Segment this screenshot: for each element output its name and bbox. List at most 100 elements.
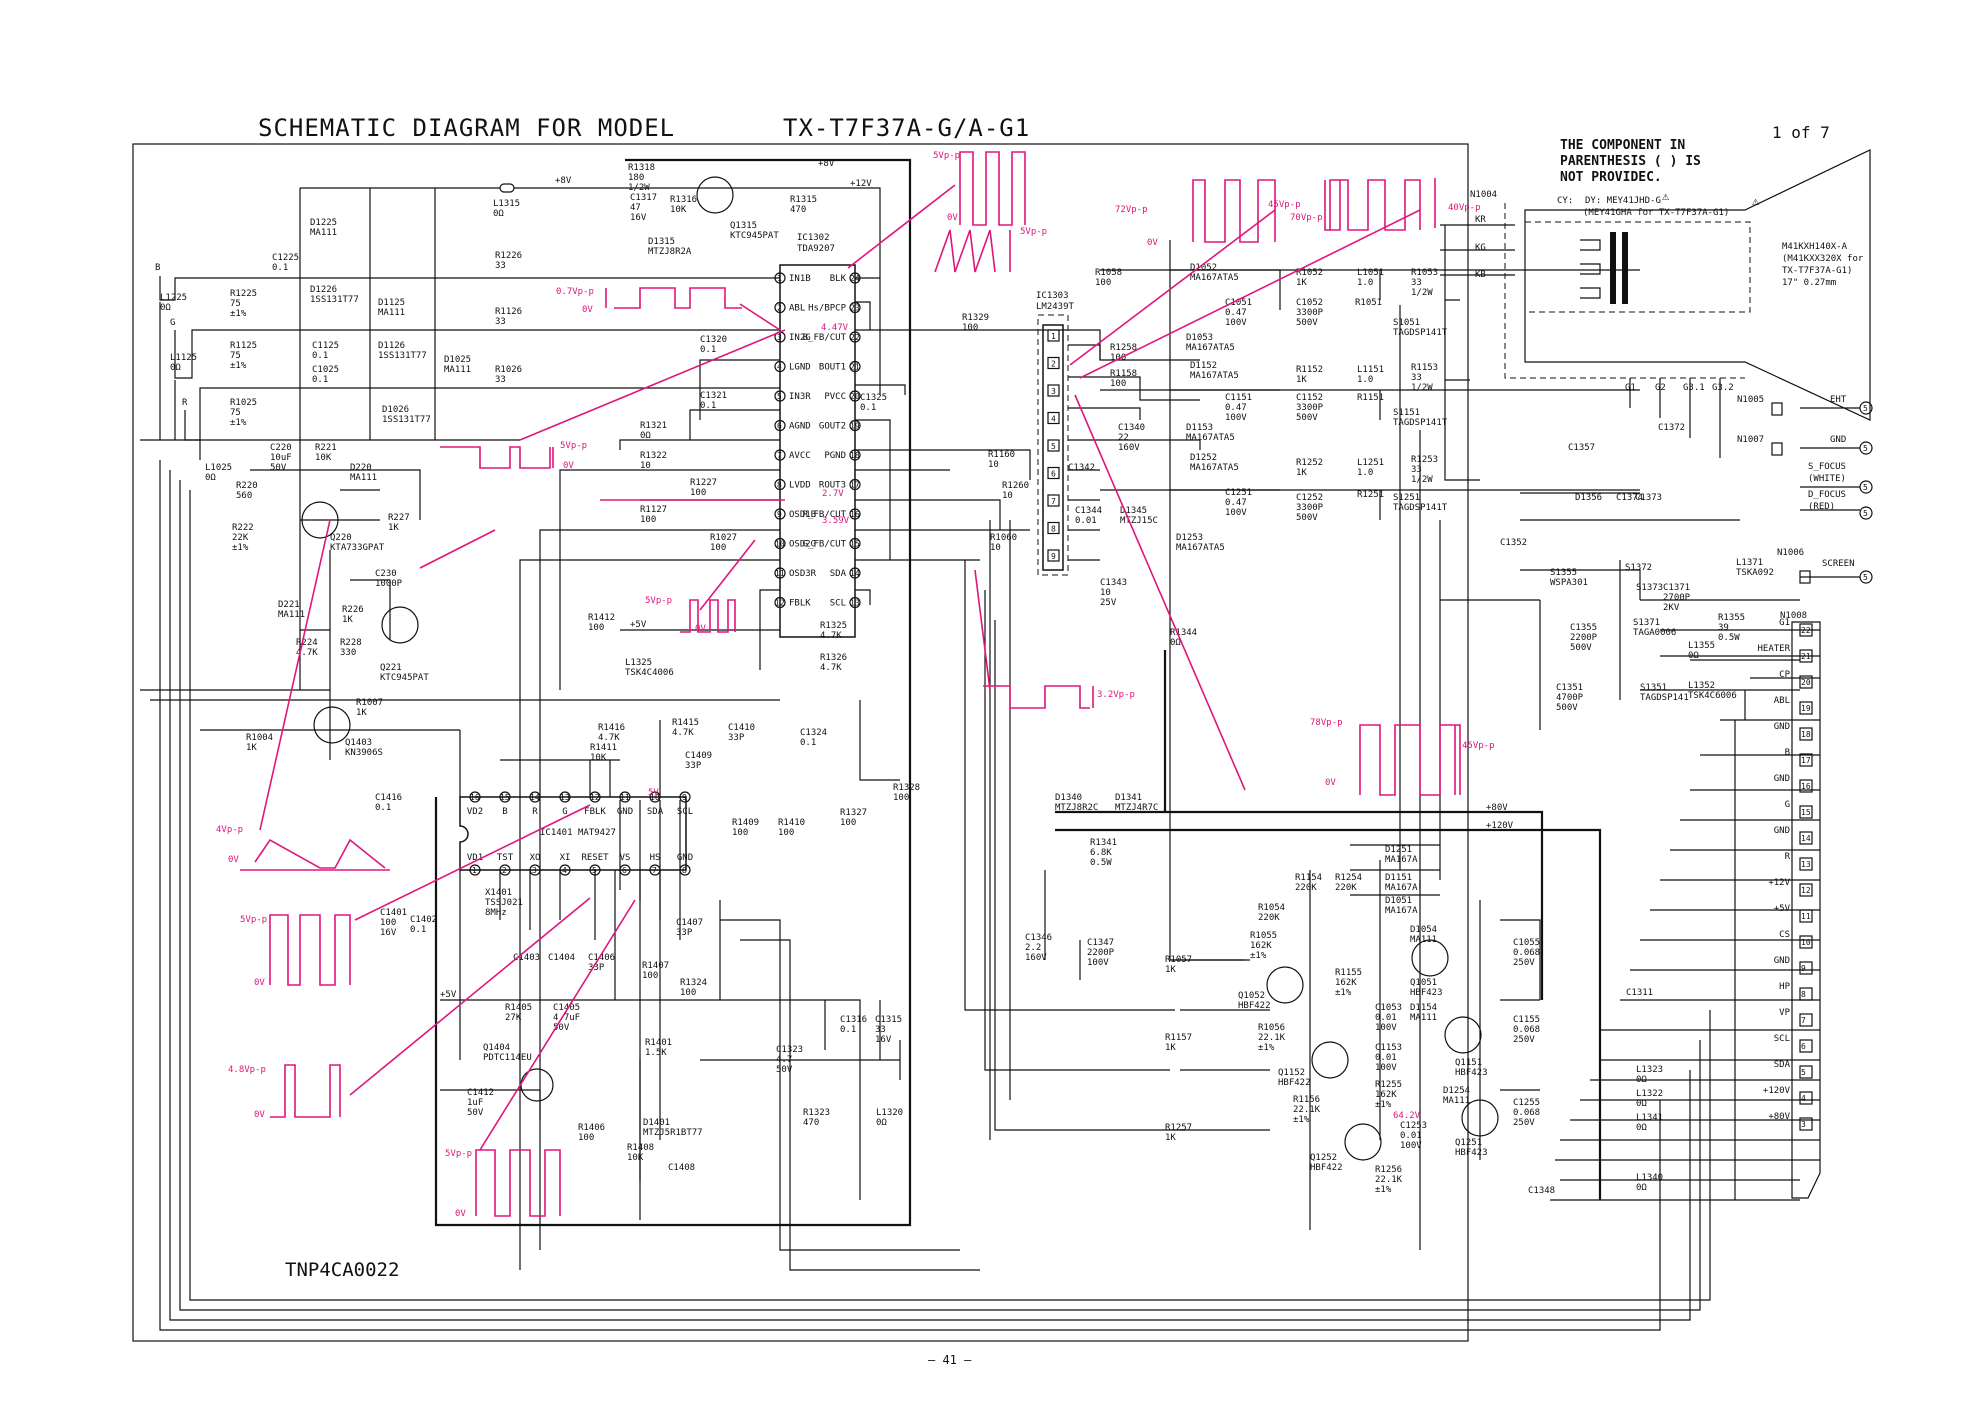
svg-text:D1315: D1315 (648, 237, 675, 247)
svg-text:4: 4 (1051, 415, 1056, 424)
svg-text:±1%: ±1% (232, 543, 249, 553)
svg-text:250V: 250V (1513, 1035, 1535, 1045)
svg-text:33P: 33P (588, 963, 605, 973)
notice-line1: THE COMPONENT IN (1560, 138, 1685, 153)
svg-text:TSSJ021: TSSJ021 (485, 898, 523, 908)
svg-text:C1407: C1407 (676, 918, 703, 928)
svg-text:IN3R: IN3R (789, 392, 811, 402)
svg-text:C1340: C1340 (1118, 423, 1145, 433)
svg-text:8: 8 (777, 481, 782, 490)
ic1401-pin-15: 15B (499, 791, 511, 817)
svg-text:Q220: Q220 (330, 533, 352, 543)
svg-text:D1152: D1152 (1190, 361, 1217, 371)
svg-text:S1151: S1151 (1393, 408, 1420, 418)
svg-text:S1372: S1372 (1625, 563, 1652, 573)
input-b: B (155, 263, 160, 273)
svg-text:0.1: 0.1 (312, 351, 328, 361)
svg-text:L1025: L1025 (205, 463, 232, 473)
svg-text:0.1: 0.1 (272, 263, 288, 273)
svg-text:D1054: D1054 (1410, 925, 1437, 935)
svg-text:19: 19 (1801, 704, 1811, 713)
svg-text:C1402: C1402 (410, 915, 437, 925)
svg-text:±1%: ±1% (1250, 951, 1267, 961)
svg-text:3300P: 3300P (1296, 403, 1324, 413)
svg-text:Q1251: Q1251 (1455, 1138, 1482, 1148)
svg-text:160V: 160V (1025, 953, 1047, 963)
svg-text:7: 7 (1801, 1016, 1806, 1025)
svg-text:13: 13 (1801, 860, 1811, 869)
svg-text:TAGDSP141: TAGDSP141 (1640, 693, 1689, 703)
svg-text:R1055: R1055 (1250, 931, 1277, 941)
rail-12v: +12V (850, 179, 872, 189)
svg-text:KTA733GPAT: KTA733GPAT (330, 543, 385, 553)
svg-text:R1323: R1323 (803, 1108, 830, 1118)
svg-text:C1404: C1404 (548, 953, 575, 963)
svg-text:1K: 1K (388, 523, 399, 533)
svg-text:R1327: R1327 (840, 808, 867, 818)
ic1401-pin-13: 13G (559, 791, 571, 817)
notice-line2: PARENTHESIS ( ) IS (1560, 154, 1701, 169)
svg-text:5: 5 (1863, 573, 1868, 582)
rail-5v: +5V (630, 620, 647, 630)
svg-text:R1405: R1405 (505, 1003, 532, 1013)
svg-text:33P: 33P (685, 761, 702, 771)
q1051-symbol (1411, 939, 1449, 977)
svg-text:75: 75 (230, 299, 241, 309)
part-r1051: R1051 (1355, 298, 1382, 308)
svg-text:20: 20 (1801, 678, 1811, 687)
svg-text:C1052: C1052 (1296, 298, 1323, 308)
svg-text:1/2W: 1/2W (1411, 475, 1433, 485)
svg-text:Q1151: Q1151 (1455, 1058, 1482, 1068)
output-d-focus: D_FOCUS (RED) 5 (1808, 490, 1873, 520)
svg-text:20: 20 (850, 392, 860, 401)
svg-text:L1320: L1320 (876, 1108, 903, 1118)
part-r1251: R1251 (1357, 490, 1384, 500)
svg-text:10K: 10K (315, 453, 332, 463)
svg-text:160V: 160V (1118, 443, 1140, 453)
svg-text:B: B (1785, 748, 1790, 758)
svg-text:LGND: LGND (789, 363, 811, 373)
svg-text:R1415: R1415 (672, 718, 699, 728)
svg-text:162K: 162K (1250, 941, 1272, 951)
svg-text:HBF423: HBF423 (1455, 1148, 1488, 1158)
svg-text:4.7K: 4.7K (672, 728, 694, 738)
svg-text:C1401: C1401 (380, 908, 407, 918)
svg-text:10: 10 (988, 460, 999, 470)
svg-text:C1348: C1348 (1528, 1186, 1555, 1196)
ic1303-pin-2: 2 (1047, 356, 1060, 370)
svg-text:S1371: S1371 (1633, 618, 1660, 628)
svg-text:C1252: C1252 (1296, 493, 1323, 503)
svg-text:R222: R222 (232, 523, 254, 533)
svg-text:C1347: C1347 (1087, 938, 1114, 948)
svg-text:6: 6 (1051, 470, 1056, 479)
svg-text:500V: 500V (1570, 643, 1592, 653)
svg-text:R1254: R1254 (1335, 873, 1362, 883)
svg-text:C1405: C1405 (553, 1003, 580, 1013)
svg-text:TSK4C6006: TSK4C6006 (1688, 691, 1737, 701)
svg-text:0Ω: 0Ω (640, 431, 651, 441)
svg-text:R1253: R1253 (1411, 455, 1438, 465)
svg-text:+5V: +5V (1774, 904, 1791, 914)
svg-text:2: 2 (502, 866, 507, 875)
svg-text:4: 4 (777, 363, 782, 372)
svg-text:R1416: R1416 (598, 723, 625, 733)
svg-text:100: 100 (578, 1133, 594, 1143)
svg-text:MA167ATA5: MA167ATA5 (1176, 543, 1225, 553)
